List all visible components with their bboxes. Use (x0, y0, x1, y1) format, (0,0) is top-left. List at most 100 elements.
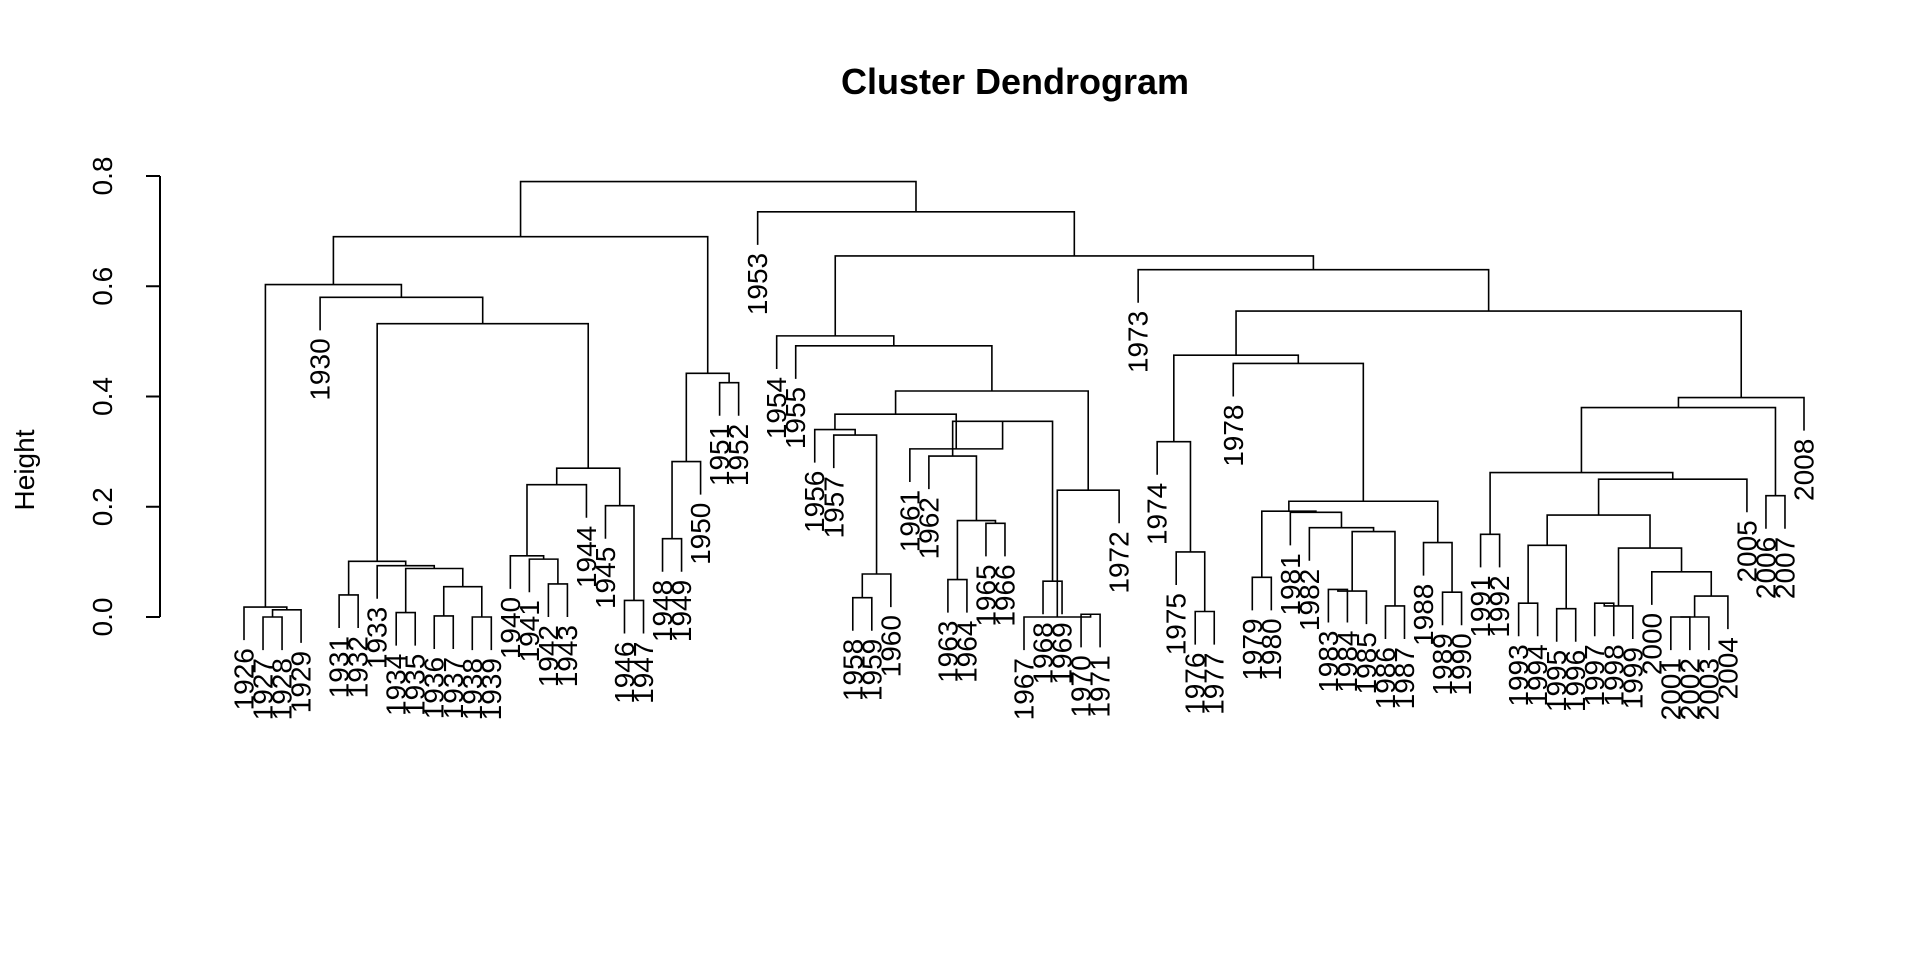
dendrogram-branch (433, 615, 455, 649)
leaf-label-1952: 1952 (723, 424, 754, 486)
dendrogram-branch (1489, 471, 1674, 535)
dendrogram-branch (1617, 547, 1683, 606)
leaf-label-1950: 1950 (685, 503, 716, 565)
leaf-label-1964: 1964 (951, 621, 982, 683)
dendrogram-branch (894, 390, 1090, 491)
leaf-label-2006: 2006 (1750, 537, 1781, 599)
leaf-label-1937: 1937 (438, 657, 469, 719)
dendrogram-branch (471, 616, 493, 651)
leaf-label-1967: 1967 (1009, 658, 1040, 720)
dendrogram-branch (264, 283, 403, 608)
leaf-label-1989: 1989 (1427, 633, 1458, 695)
leaf-label-1927: 1927 (248, 658, 279, 720)
leaf-label-1953: 1953 (742, 253, 773, 315)
leaf-label-1982: 1982 (1294, 569, 1325, 631)
leaf-label-1928: 1928 (267, 658, 298, 720)
dendrogram-branch (947, 578, 968, 613)
leaf-label-1981: 1981 (1275, 553, 1306, 615)
leaf-label-1995: 1995 (1541, 650, 1572, 712)
dendrogram-branch (1693, 595, 1729, 630)
dendrogram-branch (376, 322, 590, 562)
leaf-label-1990: 1990 (1446, 633, 1477, 695)
dendrogram-branch (834, 413, 958, 449)
leaf-label-1963: 1963 (932, 621, 963, 683)
dendrogram-branch (338, 594, 359, 629)
dendrogram-branch (519, 180, 917, 237)
y-axis-label: Height (9, 429, 40, 510)
dendrogram-branch (1479, 533, 1501, 568)
dendrogram-branch (528, 558, 559, 593)
dendrogram-branch (1441, 591, 1463, 626)
dendrogram-branch (834, 255, 1315, 336)
leaf-label-1973: 1973 (1123, 311, 1154, 373)
dendrogram-branch (1327, 588, 1349, 623)
dendrogram-branch (1289, 511, 1343, 546)
dendrogram-branch (1288, 500, 1439, 543)
dendrogram-branch (509, 555, 545, 589)
leaf-label-1969: 1969 (1047, 622, 1078, 684)
dendrogram-branch (1670, 616, 1691, 651)
leaf-label-1929: 1929 (286, 651, 317, 713)
dendrogram-branch (1042, 580, 1063, 615)
leaf-label-1949: 1949 (666, 580, 697, 642)
dendrogram-branch (794, 344, 993, 391)
dendrogram-branch (1677, 396, 1805, 431)
leaf-label-1944: 1944 (571, 526, 602, 588)
leaf-label-1992: 1992 (1484, 575, 1515, 637)
leaf-label-2001: 2001 (1655, 658, 1686, 720)
leaf-label-2007: 2007 (1769, 537, 1800, 599)
leaf-label-1941: 1941 (514, 600, 545, 662)
leaf-label-1987: 1987 (1389, 647, 1420, 709)
leaf-label-1999: 1999 (1617, 647, 1648, 709)
dendrogram-branch (1593, 602, 1615, 637)
dendrogram-branch (395, 611, 417, 646)
leaf-label-2003: 2003 (1693, 658, 1724, 720)
dendrogram-branch (661, 537, 683, 572)
leaf-label-1978: 1978 (1218, 405, 1249, 467)
leaf-label-1998: 1998 (1598, 644, 1629, 706)
chart-title: Cluster Dendrogram (841, 61, 1189, 102)
leaf-label-1938: 1938 (457, 658, 488, 720)
leaf-label-1977: 1977 (1199, 653, 1230, 715)
dendrogram-branch (1251, 576, 1273, 611)
dendrogram-branch (262, 616, 283, 651)
dendrogram-branch (376, 564, 436, 599)
dendrogram-branch (442, 585, 483, 617)
leaf-label-1986: 1986 (1370, 647, 1401, 709)
dendrogram-branch (1597, 478, 1748, 516)
dendrogram-branch (319, 296, 484, 331)
leaf-label-1946: 1946 (609, 642, 640, 704)
leaf-label-1970: 1970 (1066, 655, 1097, 717)
leaf-label-1940: 1940 (495, 597, 526, 659)
leaf-label-1930: 1930 (305, 338, 336, 400)
leaf-label-1993: 1993 (1503, 644, 1534, 706)
leaf-label-1943: 1943 (552, 625, 583, 687)
dendrogram-branch (1546, 514, 1651, 549)
dendrogram-branch (851, 596, 873, 631)
dendrogram-branch (332, 235, 709, 374)
leaf-label-2004: 2004 (1712, 637, 1743, 699)
dendrogram-branch (1384, 605, 1406, 640)
leaf-label-1980: 1980 (1256, 618, 1287, 680)
leaf-label-1936: 1936 (419, 657, 450, 719)
dendrogram-branch (951, 420, 1054, 582)
leaf-label-1976: 1976 (1180, 653, 1211, 715)
leaf-label-1931: 1931 (324, 636, 355, 698)
dendrogram-branch (1137, 268, 1490, 312)
leaf-label-1985: 1985 (1351, 632, 1382, 694)
leaf-label-1960: 1960 (875, 615, 906, 677)
dendrogram-branch (271, 609, 302, 643)
leaf-label-1951: 1951 (704, 424, 735, 486)
dendrogram-branch (1156, 440, 1192, 552)
leaf-label-1994: 1994 (1522, 644, 1553, 706)
dendrogram-branch (1351, 530, 1396, 606)
dendrogram-branch (1175, 551, 1206, 612)
dendrogram-branch (347, 560, 407, 595)
leaf-label-1958: 1958 (837, 639, 868, 701)
leaf-label-1947: 1947 (628, 642, 659, 704)
leaf-label-1984: 1984 (1332, 631, 1363, 693)
dendrogram-branch (1765, 494, 1786, 529)
leaf-label-1965: 1965 (970, 564, 1001, 626)
dendrogram-branch (1080, 613, 1101, 648)
